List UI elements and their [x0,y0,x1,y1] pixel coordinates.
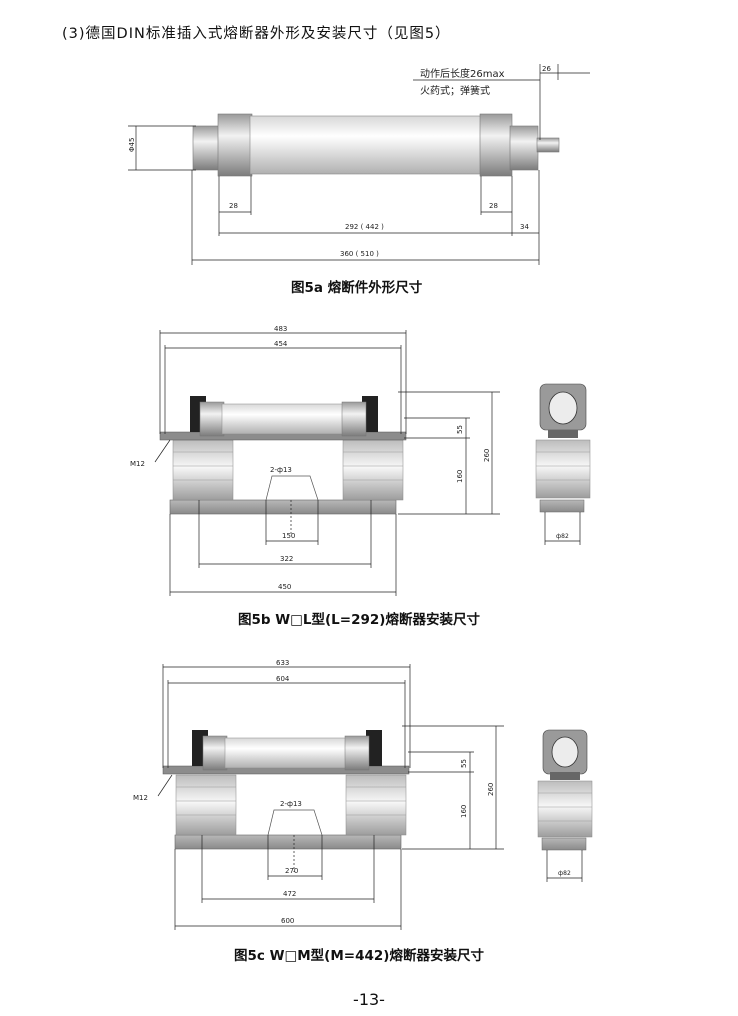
dim-bolt-m: M12 [133,794,148,802]
fuse-base-l-side-view [535,383,591,545]
dim-holes-m: 2-ф13 [280,800,302,808]
dim-base-l: 450 [278,583,291,591]
dim-terminals-m: 604 [276,675,290,683]
dim-total-height-m: 260 [487,783,495,796]
fig5a-note-type: 火药式；弹簧式 [420,84,490,97]
dim-body: 292 ( 442 ) [345,223,384,231]
dim-holes-l: 2-ф13 [270,466,292,474]
dim-diameter: Φ45 [128,138,136,152]
section-heading: (3)德国DIN标准插入式熔断器外形及安装尺寸（见图5） [62,26,451,42]
fig5b-caption: 图5b W□L型(L=292)熔断器安装尺寸 [238,612,480,628]
dim-insulator-height-m: 160 [460,805,468,818]
dim-total-height-l: 260 [483,449,491,462]
fig5c-caption: 图5c W□M型(M=442)熔断器安装尺寸 [234,948,484,964]
fig5a-caption: 图5a 熔断件外形尺寸 [291,280,423,296]
dim-insulator-spacing-l: 322 [280,555,293,563]
page-number: -13- [353,990,385,1009]
fuse-link-dimensions [128,64,590,265]
dim-striker: 34 [520,223,529,231]
dim-insulator-spacing-m: 472 [283,890,296,898]
dim-bolt-l: M12 [130,460,145,468]
fuse-base-l-drawing [159,396,407,515]
fig5a-note-length: 动作后长度26max [420,67,505,80]
dim-terminal-height-l: 55 [456,425,464,434]
dim-cap-left: 28 [229,202,238,210]
fuse-base-l-dimensions [154,330,500,596]
dim-insulator-height-l: 160 [456,470,464,483]
dim-terminal-height-m: 55 [460,759,468,768]
fuse-base-m-side-view [537,729,593,882]
dim-total: 360 ( 510 ) [340,250,379,258]
dim-hole-spacing-m: 270 [285,867,298,875]
fuse-link-drawing [192,113,560,177]
dim-side-base-l: ф82 [556,533,569,540]
fuse-base-m-drawing [162,730,410,850]
dim-pin: 26 [542,65,551,73]
dim-cap-right: 28 [489,202,498,210]
dim-overall-l: 483 [274,325,287,333]
dim-terminals-l: 454 [274,340,288,348]
dim-side-base-m: ф82 [558,870,571,877]
fuse-base-m-dimensions [157,664,504,930]
dim-base-m: 600 [281,917,294,925]
dim-overall-m: 633 [276,659,289,667]
dim-hole-spacing-l: 150 [282,532,295,540]
